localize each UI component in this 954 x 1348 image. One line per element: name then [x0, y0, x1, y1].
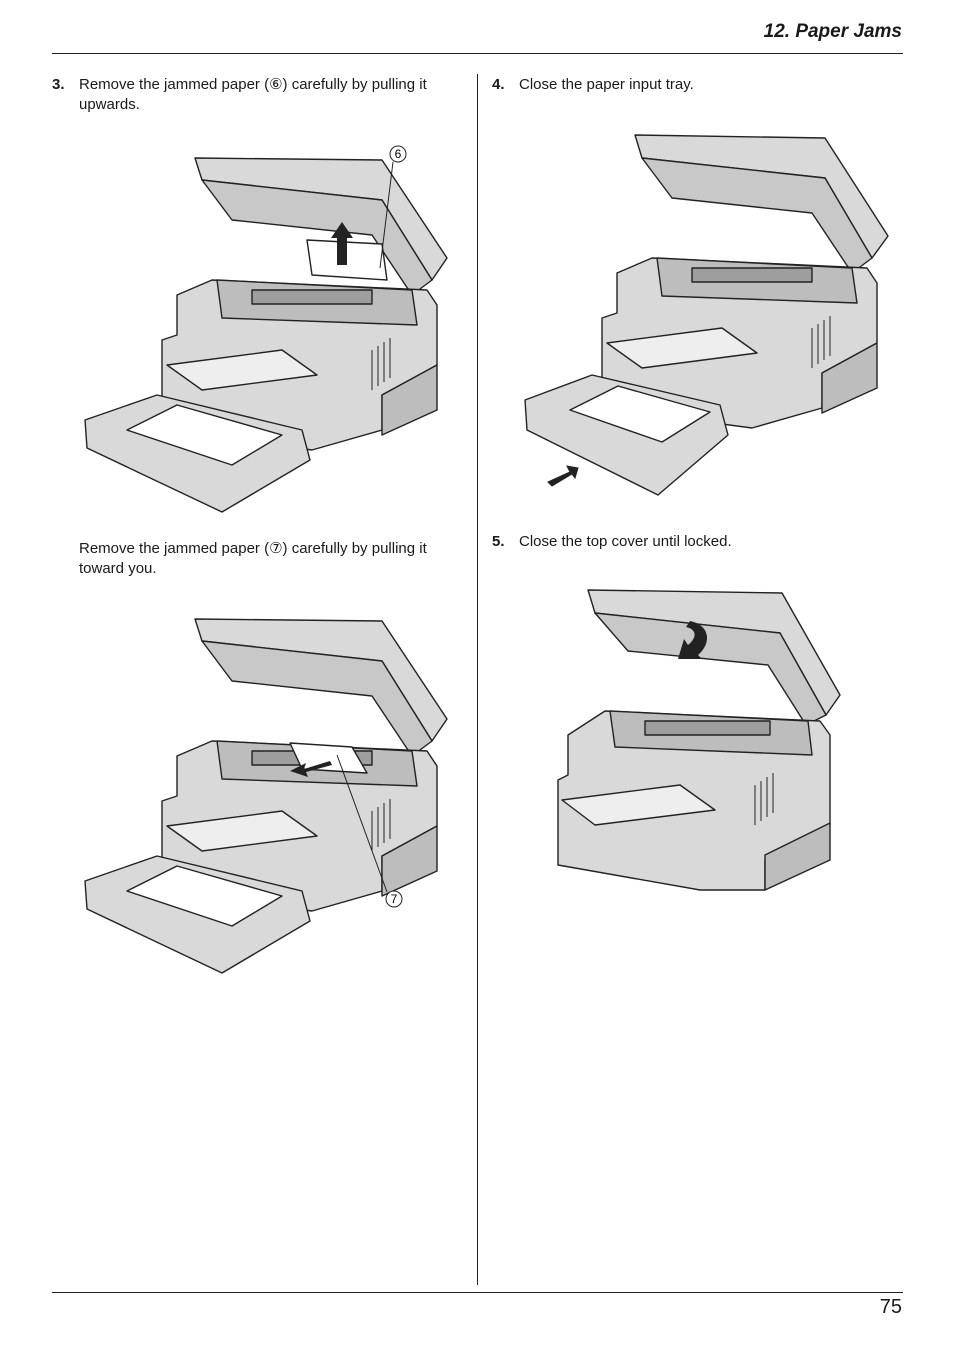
step-4: 4. Close the paper input tray.	[492, 75, 902, 97]
curved-arrow-icon	[678, 621, 708, 659]
step-3-number: 3.	[52, 76, 65, 93]
step-3b-text-line1: Remove the jammed paper (⑦) carefully by…	[79, 540, 427, 557]
page-number: 75	[879, 1296, 902, 1318]
step-5-number: 5.	[492, 533, 505, 550]
push-arrow-icon	[547, 465, 579, 487]
printer-closing-tray-illustration	[524, 134, 889, 496]
step-4-number: 4.	[492, 76, 505, 93]
step-5-text: Close the top cover until locked.	[519, 533, 732, 550]
step-3-text-line2: upwards.	[79, 96, 140, 113]
pull-arrow-icon	[290, 761, 332, 777]
footer-rule	[52, 1292, 903, 1293]
callout-6: 6	[395, 147, 402, 161]
callout-7: 7	[391, 892, 398, 906]
up-arrow-icon	[331, 222, 353, 265]
step-5: 5. Close the top cover until locked.	[492, 532, 902, 554]
printer-open-cover-illustration: 7	[84, 618, 448, 974]
printer-closing-cover-illustration	[557, 589, 841, 891]
printer-open-cover-illustration: 6	[84, 145, 448, 513]
step-3: 3. Remove the jammed paper (⑥) carefully…	[52, 75, 472, 117]
step-3-part-2: Remove the jammed paper (⑦) carefully by…	[52, 539, 472, 581]
figure-remove-paper-toward-you: 7	[82, 605, 452, 985]
step-3b-text-line2: toward you.	[79, 560, 157, 577]
figure-close-paper-tray	[520, 130, 892, 502]
figure-close-top-cover	[550, 585, 850, 895]
figure-remove-paper-upwards: 6	[82, 140, 452, 520]
column-divider	[477, 74, 478, 1285]
section-title: 12. Paper Jams	[763, 21, 902, 42]
step-4-text: Close the paper input tray.	[519, 76, 694, 93]
step-3-text-line1: Remove the jammed paper (⑥) carefully by…	[79, 76, 427, 93]
header-rule	[52, 53, 903, 54]
